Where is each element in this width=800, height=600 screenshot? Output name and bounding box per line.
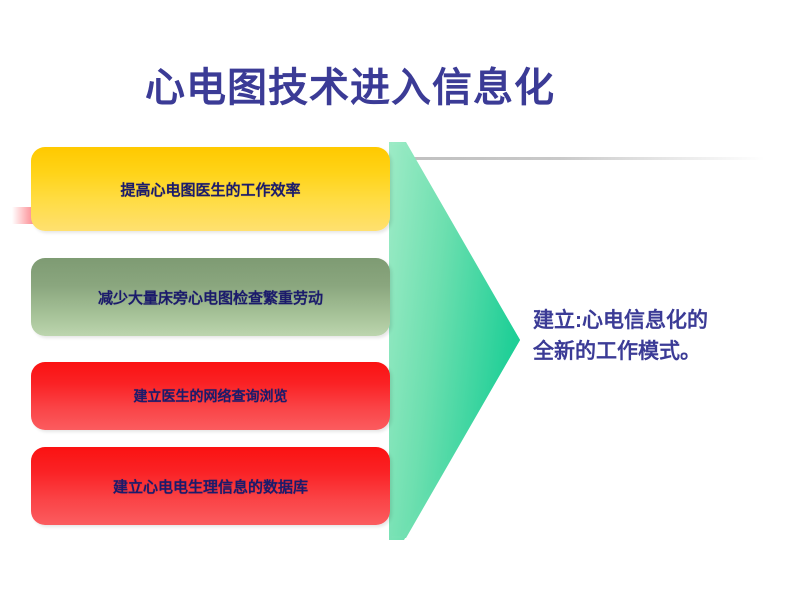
flow-box-3-label: 建立医生的网络查询浏览 bbox=[133, 388, 288, 404]
flow-box-4[interactable]: 建立心电电生理信息的数据库 bbox=[31, 447, 390, 525]
conclusion-text: 建立:心电信息化的 全新的工作模式。 bbox=[533, 305, 783, 367]
decorative-corner-mark bbox=[0, 80, 130, 225]
right-pointing-arrow bbox=[388, 142, 528, 540]
flow-box-2[interactable]: 减少大量床旁心电图检查繁重劳动 bbox=[31, 258, 390, 336]
flow-box-1[interactable]: 提高心电图医生的工作效率 bbox=[31, 147, 390, 231]
flow-box-3[interactable]: 建立医生的网络查询浏览 bbox=[31, 362, 390, 430]
conclusion-line-1: 建立:心电信息化的 bbox=[533, 309, 708, 332]
flow-box-1-label: 提高心电图医生的工作效率 bbox=[120, 181, 301, 199]
flow-box-2-label: 减少大量床旁心电图检查繁重劳动 bbox=[97, 289, 323, 307]
conclusion-line-2: 全新的工作模式。 bbox=[533, 340, 701, 363]
flow-box-4-label: 建立心电电生理信息的数据库 bbox=[112, 478, 308, 496]
title-divider-rule bbox=[390, 157, 765, 160]
page-title: 心电图技术进入信息化 bbox=[145, 66, 555, 110]
